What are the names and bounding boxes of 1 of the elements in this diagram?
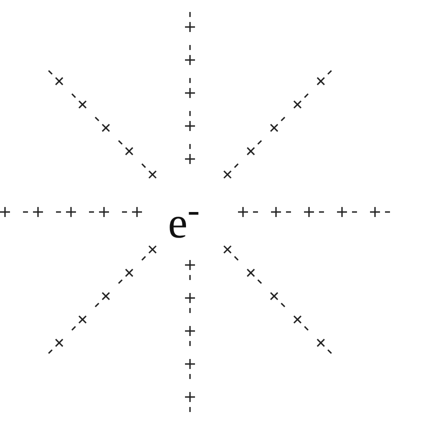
electron-symbol: e$^{-}$	[168, 188, 200, 248]
